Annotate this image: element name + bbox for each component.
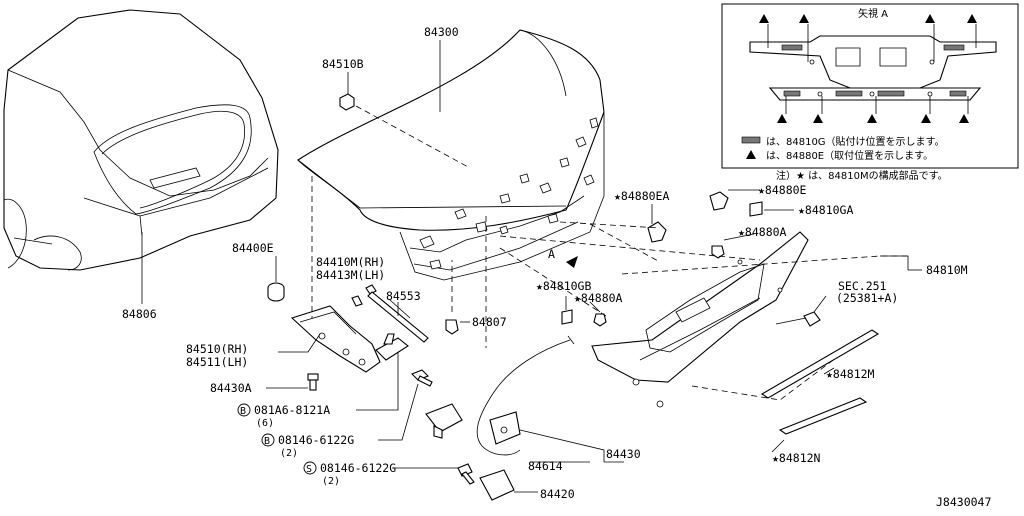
label-arrow-a: A (548, 247, 555, 261)
bumper-84807 (445, 319, 459, 335)
arrow-view-a (566, 256, 578, 268)
label-84300: 84300 (424, 25, 459, 39)
label-84812n: ★84812N (772, 451, 821, 465)
latch-84430 (425, 403, 521, 445)
guide-84510b (355, 105, 471, 169)
lamp-connector-sec251 (775, 311, 821, 327)
label-84400e: 84400E (232, 241, 274, 255)
triangle-icon (746, 150, 756, 159)
leader-84812n (771, 439, 785, 453)
view-a-title: 矢視 A (858, 7, 888, 20)
label-bolt-08146-qty: (2) (280, 448, 298, 459)
view-a-triangles (759, 14, 977, 123)
label-84430a: 84430A (210, 381, 252, 395)
guide-lid-c (499, 247, 607, 317)
label-bolt2-mark: B (264, 436, 270, 447)
label-screw-08146-qty: (2) (322, 476, 340, 487)
cable-84614 (476, 335, 575, 456)
molding-84812m (760, 329, 880, 399)
leader-84880a-lower (589, 301, 601, 313)
damper-bracket (375, 333, 409, 361)
view-a-panel (749, 35, 997, 101)
label-84810m: 84810M (926, 263, 968, 277)
trunk-lid-84300 (297, 29, 605, 281)
label-84553: 84553 (386, 289, 421, 303)
hatched-rect-icon (741, 136, 761, 144)
label-sec251-ref: (25381+A) (836, 291, 898, 305)
label-84807: 84807 (472, 315, 507, 329)
label-84880e: ★84880E (758, 183, 807, 197)
striker-84420 (457, 463, 515, 501)
label-84880a-upper: ★84880A (738, 225, 787, 239)
screw-s-mark-icon (303, 461, 317, 475)
label-bolt-08146: 08146-6122G (278, 433, 354, 447)
label-84420: 84420 (540, 487, 575, 501)
label-84880ea: ★84880EA (614, 189, 669, 203)
label-84810ga: ★84810GA (798, 203, 853, 217)
legend-triangle-text: は、84880E（取付位置を示します。 (766, 149, 933, 162)
hinge-84510 (290, 295, 381, 373)
leader-bolt-081a6 (356, 352, 399, 411)
clip-84810ga (749, 201, 763, 217)
label-84880a-lower: ★84880A (574, 291, 623, 305)
bolt-b-mark-icon (237, 403, 251, 417)
label-84614: 84614 (528, 459, 563, 473)
legend-hatched-text: は、84810G（貼付け位置を示します。 (766, 135, 945, 148)
label-84511: 84511(LH) (186, 355, 248, 369)
view-a-inset: 矢視 A (721, 3, 1019, 169)
label-84806: 84806 (122, 307, 157, 321)
label-84410m: 84410M(RH) (316, 255, 385, 269)
bumper-84510b (339, 93, 355, 111)
label-bolt-081a6-qty: (6) (256, 418, 274, 429)
clip-84880e (709, 191, 729, 211)
leader-84430 (519, 429, 605, 462)
car-rear-illustration (3, 9, 279, 271)
leader-84880a-upper (723, 233, 755, 241)
leader-84812m (823, 367, 835, 375)
bolt-08146 (411, 369, 433, 387)
guide-lid-b (589, 223, 661, 263)
guide-lid-a (559, 221, 661, 229)
label-bolt-081a6: 081A6-8121A (254, 403, 330, 417)
clip-84880ea (647, 221, 667, 243)
label-84812m: ★84812M (826, 367, 875, 381)
cap-84400e (267, 282, 285, 302)
torsion-bar-84553 (365, 284, 429, 343)
label-84510: 84510(RH) (186, 342, 248, 356)
leader-bolt-08146 (378, 383, 419, 441)
leader-84510 (278, 333, 321, 353)
label-screw-mark: S (306, 464, 312, 475)
leader-84810m (880, 255, 909, 270)
diagram-id: J8430047 (936, 495, 991, 509)
label-84430: 84430 (606, 447, 641, 461)
bolt-84430a (307, 373, 319, 391)
label-sec251: SEC.251 (838, 279, 887, 293)
guide-lid-d (499, 235, 761, 261)
clip-84880a-lower (593, 313, 607, 327)
view-a-legend: は、84810G（貼付け位置を示します。 は、84880E（取付位置を示します。 (741, 135, 945, 162)
label-84413m: 84413M(LH) (316, 268, 385, 282)
view-a-note: 注）★ は、84810Mの構成部品です。 (776, 169, 948, 182)
part-labels: 84300 84510B 84806 84400E 84410M(RH) 844… (122, 25, 991, 509)
finisher-84810m (591, 231, 809, 408)
label-screw-08146: 08146-6122G (320, 461, 396, 475)
leader-sec251 (813, 295, 827, 313)
label-bolt1-mark: B (240, 406, 246, 417)
clip-84810gb (561, 309, 573, 325)
label-84810gb: ★84810GB (536, 279, 591, 293)
bolt-b-mark-icon-2 (261, 433, 275, 447)
label-84510b: 84510B (322, 57, 364, 71)
molding-84812n (778, 397, 868, 435)
